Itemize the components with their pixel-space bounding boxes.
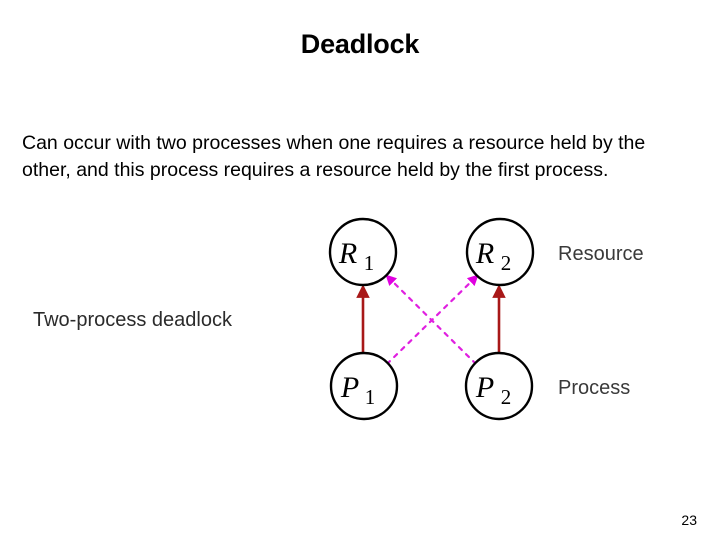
- node-p1-subscript: 1: [365, 385, 376, 409]
- node-r2[interactable]: R 2: [465, 217, 535, 287]
- deadlock-diagram: R 1 R 2 P 1 P 2: [0, 200, 720, 440]
- diagram-canvas: R 1 R 2 P 1 P 2: [328, 217, 535, 421]
- node-p2-label: P: [475, 371, 494, 404]
- edge-p2-requests-r1: [385, 274, 478, 366]
- node-r1[interactable]: R 1: [328, 217, 398, 287]
- page-title: Deadlock: [300, 29, 420, 59]
- diagram-caption-two-process-deadlock: Two-process deadlock: [33, 309, 232, 331]
- node-r1-label: R: [338, 237, 357, 270]
- held-by-edges: [356, 284, 506, 353]
- node-p2[interactable]: P 2: [464, 351, 534, 421]
- node-r2-circle: [465, 217, 535, 287]
- node-p1[interactable]: P 1: [329, 351, 399, 421]
- node-r2-label: R: [475, 237, 494, 270]
- node-r2-subscript: 2: [501, 251, 512, 275]
- node-r1-circle: [328, 217, 398, 287]
- node-p1-circle: [329, 351, 399, 421]
- node-r1-subscript: 1: [364, 251, 375, 275]
- node-p1-label: P: [340, 371, 359, 404]
- body-paragraph: Can occur with two processes when one re…: [22, 131, 646, 181]
- node-p2-subscript: 2: [501, 385, 512, 409]
- request-edges: [385, 274, 479, 366]
- diagram-legend-process: Process: [558, 377, 631, 399]
- page-number: 23: [681, 512, 697, 528]
- diagram-legend-resource: Resource: [558, 243, 644, 265]
- node-p2-circle: [464, 351, 534, 421]
